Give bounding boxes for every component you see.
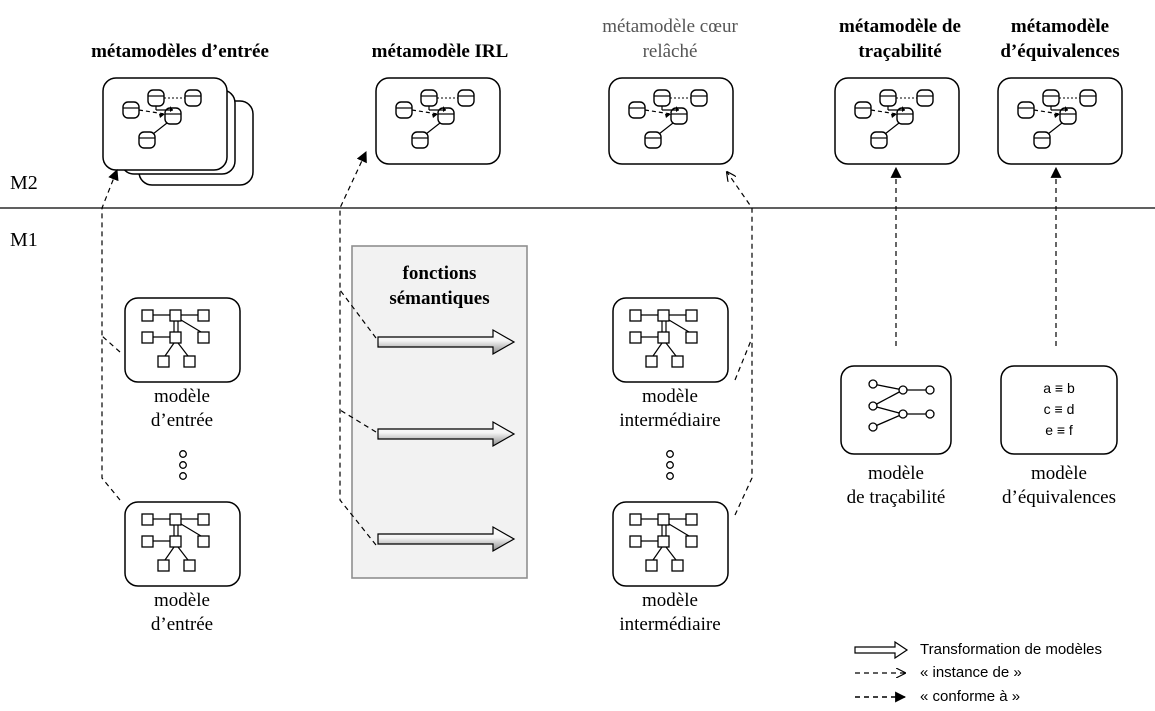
legend (854, 640, 909, 703)
equivalences-model-label-2: d’équivalences (1002, 487, 1116, 508)
input-model-top-label-1: modèle (154, 386, 210, 407)
intermediate-model-top-label-2: intermédiaire (619, 410, 721, 431)
irl-metamodel (375, 77, 501, 165)
semantic-functions-panel (351, 245, 528, 579)
input-model-bottom-label-1: modèle (154, 590, 210, 611)
intermediate-model-bottom (612, 501, 729, 587)
intermediate-model-top (612, 297, 729, 383)
instance-arrow-irl (339, 151, 377, 546)
legend-instance-label: « instance de » (920, 664, 1022, 681)
irl-metamodel-label: métamodèle IRL (371, 41, 509, 62)
legend-transformation-icon (854, 640, 909, 660)
equivalence-row-1: a ≡ b (1043, 380, 1075, 396)
equivalence-metamodel-label-2: d’équivalences (1000, 41, 1120, 62)
input-models-ellipsis (179, 450, 187, 480)
semantic-functions-title-1: fonctions (402, 263, 477, 284)
conforms-arrow-input-model-2 (101, 335, 121, 353)
equivalence-metamodel-label-1: métamodèle (1010, 16, 1110, 37)
equivalences-model-label-1: modèle (1031, 463, 1087, 484)
traceability-metamodel-label-2: traçabilité (858, 41, 942, 62)
traceability-metamodel-label-1: métamodèle de (839, 16, 961, 37)
traceability-model (840, 365, 952, 455)
core-metamodel-label-2: relâché (642, 41, 698, 62)
legend-transformation-label: Transformation de modèles (920, 641, 1103, 658)
level-m2-label: M2 (10, 172, 38, 194)
intermediate-models-ellipsis (666, 450, 674, 480)
input-model-top-label-2: d’entrée (150, 410, 214, 431)
equivalence-row-3: e ≡ f (1045, 422, 1073, 438)
core-metamodel-label-1: métamodèle cœur (602, 16, 738, 37)
equivalence-metamodel (997, 77, 1123, 165)
traceability-metamodel (834, 77, 960, 165)
conforms-arrow-input-model (101, 168, 121, 501)
instance-arrow-core-2 (734, 337, 753, 381)
equivalences-model (1000, 365, 1118, 455)
instance-arrow-irl-3 (339, 289, 377, 339)
traceability-model-label-1: modèle (868, 463, 924, 484)
input-metamodels-stack (102, 77, 254, 186)
level-m1-label: M1 (10, 229, 38, 251)
input-metamodels-label: métamodèles d’entrée (91, 41, 269, 62)
intermediate-model-bottom-label-2: intermédiaire (619, 614, 721, 635)
core-metamodel (608, 77, 734, 165)
input-model-top (124, 297, 241, 383)
instance-arrow-core (727, 172, 753, 516)
instance-arrow-irl-2 (339, 409, 377, 433)
semantic-functions-title-2: sémantiques (389, 288, 490, 309)
intermediate-model-top-label-1: modèle (642, 386, 698, 407)
input-model-bottom-label-2: d’entrée (150, 614, 214, 635)
intermediate-model-bottom-label-1: modèle (642, 590, 698, 611)
equivalence-row-2: c ≡ d (1043, 401, 1075, 417)
legend-conforms-label: « conforme à » (920, 688, 1021, 705)
traceability-model-label-2: de traçabilité (846, 487, 946, 508)
input-model-bottom (124, 501, 241, 587)
